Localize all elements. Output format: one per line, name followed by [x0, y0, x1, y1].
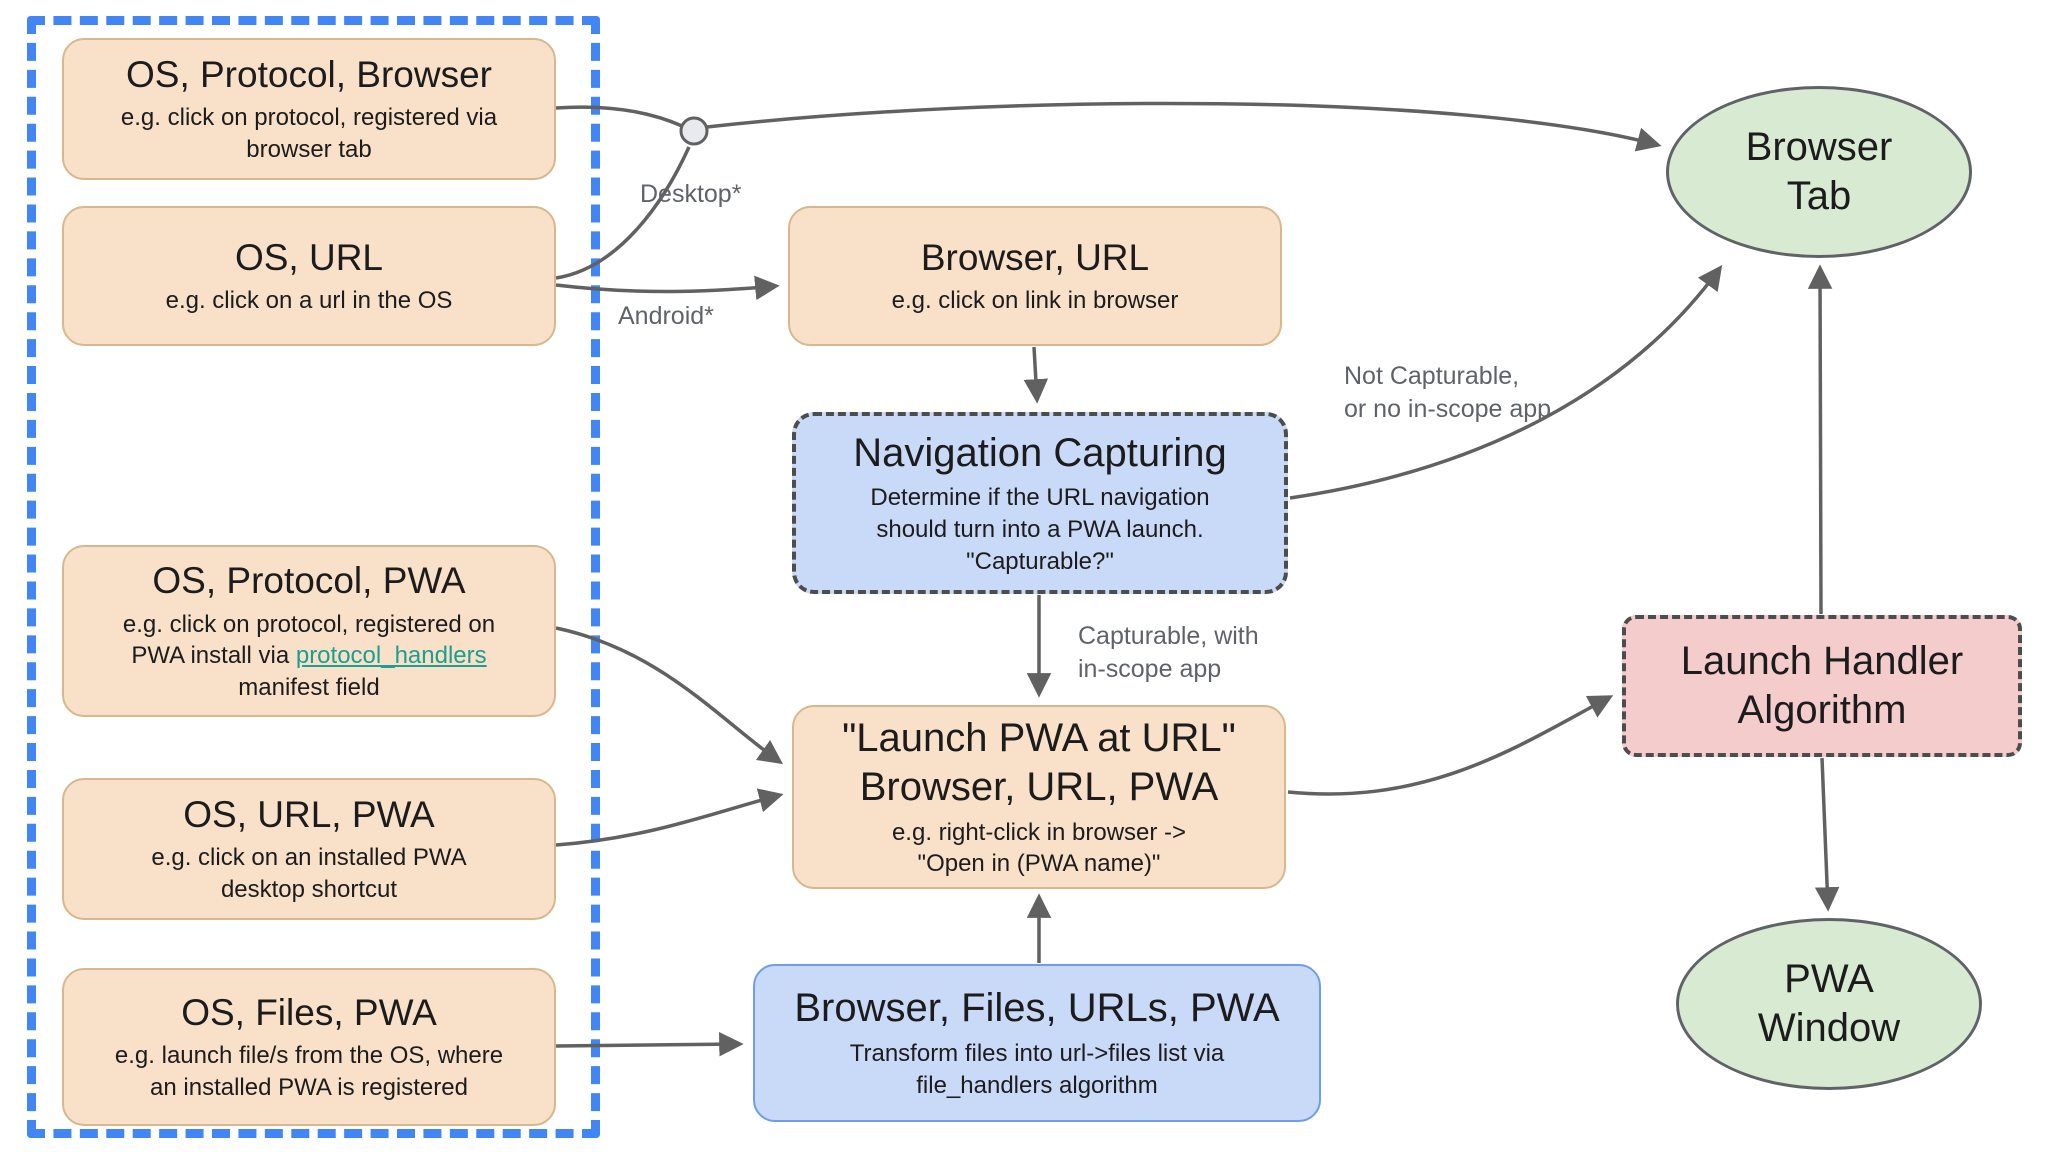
node-launch-pwa-at-url: "Launch PWA at URL" Browser, URL, PWA e.… — [792, 705, 1286, 889]
node-os-url-pwa: OS, URL, PWA e.g. click on an installed … — [62, 778, 556, 920]
node-title: OS, Files, PWA — [181, 992, 437, 1034]
node-title: Browser, Files, URLs, PWA — [794, 986, 1280, 1031]
node-title: OS, URL, PWA — [183, 794, 435, 836]
node-subtitle: e.g. click on protocol, registered on PW… — [123, 609, 495, 704]
edge-os-url-pwa-to-launch-pwa — [555, 788, 784, 847]
node-title: PWA Window — [1757, 957, 1901, 1050]
node-pwa-window: PWA Window — [1676, 918, 1982, 1090]
edge-label-capturable: Capturable, with in-scope app — [1078, 622, 1259, 683]
node-subtitle: e.g. click on a url in the OS — [165, 287, 453, 315]
node-title: Launch Handler Algorithm — [1680, 639, 1964, 732]
node-os-url: OS, URL e.g. click on a url in the OS — [62, 206, 556, 346]
node-browser-files-urls-pwa: Browser, Files, URLs, PWA Transform file… — [753, 964, 1321, 1122]
node-browser-url: Browser, URL e.g. click on link in brows… — [788, 206, 1282, 346]
edge-label-desktop: Desktop* — [640, 180, 742, 208]
node-title: OS, Protocol, Browser — [125, 54, 492, 96]
edge-navigation-capturing-to-browser-tab — [1289, 265, 1723, 500]
node-title: OS, URL — [234, 237, 384, 279]
node-os-files-pwa: OS, Files, PWA e.g. launch file/s from t… — [62, 968, 556, 1126]
edge-os-url-desktop-to-junction — [555, 146, 691, 280]
junction-dot — [679, 116, 709, 146]
node-title: Browser Tab — [1745, 125, 1893, 218]
node-title: OS, Protocol, PWA — [152, 560, 466, 602]
node-title: Navigation Capturing — [853, 430, 1227, 475]
edge-os-files-pwa-to-browser-files — [555, 1031, 744, 1057]
node-os-protocol-pwa: OS, Protocol, PWA e.g. click on protocol… — [62, 545, 556, 717]
node-subtitle: e.g. click on link in browser — [891, 287, 1179, 315]
os-entry-points-group — [27, 16, 600, 1138]
node-subtitle: e.g. click on protocol, registered via b… — [120, 104, 498, 164]
edge-os-protocol-pwa-to-launch-pwa — [555, 626, 783, 765]
node-launch-handler-algorithm: Launch Handler Algorithm — [1622, 615, 2022, 757]
node-subtitle: e.g. right-click in browser -> "Open in … — [891, 818, 1187, 878]
edge-label-not-capturable: Not Capturable, or no in-scope app — [1344, 362, 1552, 423]
edge-os-url-android-to-browser-url — [555, 275, 780, 301]
node-os-protocol-browser: OS, Protocol, Browser e.g. click on prot… — [62, 38, 556, 180]
edge-browser-url-to-navigation-capturing — [1023, 346, 1049, 404]
edge-launch-handler-to-browser-tab — [1807, 264, 1833, 615]
node-subtitle: e.g. launch file/s from the OS, where an… — [114, 1042, 504, 1102]
edge-launch-handler-to-pwa-window — [1814, 757, 1840, 912]
subtitle-text: manifest field — [238, 673, 380, 701]
edge-launch-pwa-to-launch-handler — [1287, 695, 1614, 796]
edge-junction-to-browser-tab — [706, 101, 1662, 152]
node-subtitle: e.g. click on an installed PWA desktop s… — [151, 844, 467, 904]
protocol-handlers-link[interactable]: protocol_handlers — [295, 642, 487, 670]
node-title: Browser, URL — [920, 237, 1150, 279]
edge-label-android: Android* — [618, 302, 714, 330]
node-subtitle: Determine if the URL navigation should t… — [870, 484, 1210, 575]
node-subtitle: Transform files into url->files list via… — [849, 1040, 1225, 1099]
subtitle-text: e.g. click on protocol, registered on PW… — [122, 610, 496, 670]
node-browser-tab: Browser Tab — [1666, 86, 1972, 258]
edge-os-protocol-browser-to-junction — [555, 105, 683, 128]
node-navigation-capturing: Navigation Capturing Determine if the UR… — [792, 412, 1288, 594]
node-title: "Launch PWA at URL" Browser, URL, PWA — [842, 716, 1236, 809]
